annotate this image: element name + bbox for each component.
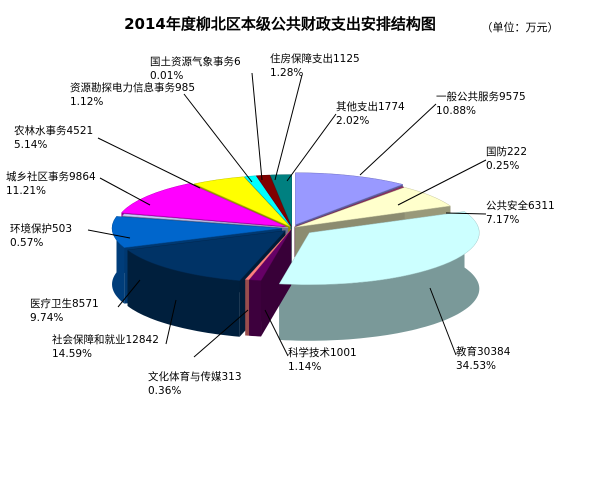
slice-10	[193, 176, 291, 227]
pie-tops	[111, 172, 480, 285]
slice-0	[295, 172, 404, 226]
slice-side-5	[245, 279, 249, 336]
slice-7	[111, 216, 283, 248]
leader-line-3	[429, 287, 457, 356]
slice-2	[295, 187, 452, 228]
chart-unit: （单位：万元）	[482, 20, 559, 34]
leader-lines	[87, 72, 487, 358]
slice-side-4	[249, 279, 262, 337]
slice-5	[244, 229, 292, 281]
leader-line-13	[274, 74, 303, 181]
leader-line-4	[264, 309, 289, 357]
chart-title: 2014年度柳北区本级公共财政支出安排结构图	[124, 15, 436, 33]
slice-side-3	[279, 211, 480, 341]
slice-3	[278, 211, 480, 285]
leader-line-10	[97, 137, 201, 189]
slice-13	[255, 174, 292, 227]
slice-8	[122, 213, 289, 228]
leader-line-6	[165, 299, 177, 345]
slice-1	[294, 186, 405, 228]
leader-line-7	[117, 279, 141, 308]
leader-line-1	[397, 159, 487, 206]
leader-line-5	[193, 309, 249, 358]
leader-line-8	[87, 229, 131, 239]
slice-9	[120, 183, 286, 227]
leader-line-12	[251, 72, 263, 181]
slice-side-6	[127, 249, 240, 337]
slice-6	[126, 230, 286, 281]
leader-line-14	[286, 113, 337, 182]
leader-line-0	[359, 103, 437, 176]
leader-line-2	[445, 212, 487, 215]
slice-side-7	[112, 216, 125, 304]
leader-line-11	[183, 93, 253, 183]
leader-line-9	[99, 177, 151, 206]
